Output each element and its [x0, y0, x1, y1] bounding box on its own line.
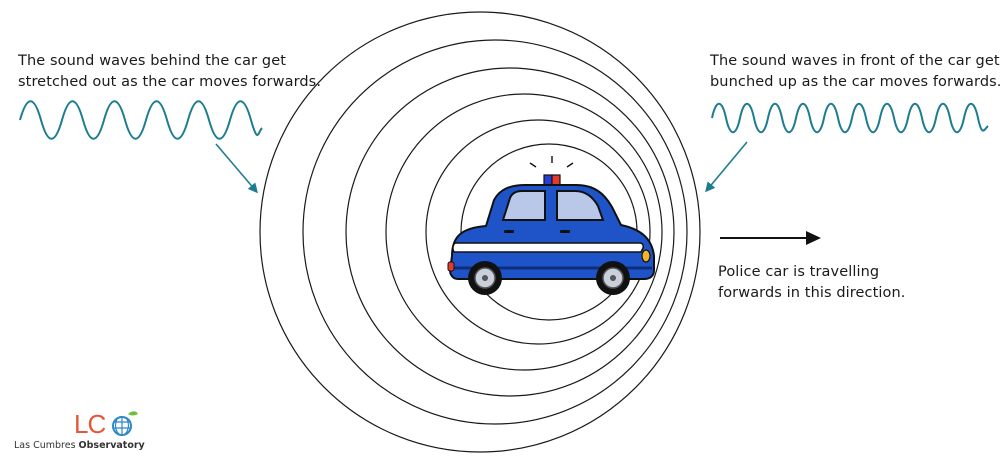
sound-wave-ring — [259, 11, 701, 453]
police-car-icon — [447, 156, 655, 295]
direction-caption: Police car is travelling forwards in thi… — [718, 262, 906, 304]
caption-line: The sound waves behind the car get — [18, 53, 286, 69]
sound-wave-ring — [425, 119, 651, 345]
car-wheel-front — [596, 261, 630, 295]
car-stripe — [452, 242, 644, 253]
caption-line: The sound waves in front of the car get — [710, 53, 1000, 69]
lco-logo: LC Las Cumbres Observatory — [14, 409, 145, 451]
car-window-front — [501, 190, 546, 221]
sound-wave-ring — [302, 39, 688, 425]
logo-name: Las Cumbres Observatory — [14, 440, 145, 451]
car-wheel-rear — [468, 261, 502, 295]
bunched-waves-caption: The sound waves in front of the car get … — [710, 51, 1000, 93]
pointer-arrow-right — [705, 141, 748, 193]
sound-wave-rings — [259, 11, 701, 453]
car-headlight — [641, 249, 651, 263]
caption-line: Police car is travelling — [718, 264, 880, 280]
logo-name-regular: Las Cumbres — [14, 440, 76, 451]
globe-icon — [112, 411, 138, 436]
car-body — [449, 184, 655, 280]
stretched-wave — [19, 100, 263, 140]
stretched-waves-caption: The sound waves behind the car get stret… — [18, 51, 321, 93]
logo-name-bold: Observatory — [78, 440, 145, 451]
arrow-right-icon — [720, 231, 821, 245]
caption-line: bunched up as the car moves forwards. — [710, 74, 1000, 90]
car-window-rear — [556, 190, 605, 221]
sound-wave-ring — [385, 93, 663, 371]
logo-letters: LC — [74, 409, 106, 439]
caption-line: stretched out as the car moves forwards. — [18, 74, 322, 90]
sound-wave-ring — [345, 67, 675, 397]
pointer-arrow-left — [215, 143, 258, 194]
caption-line: forwards in this direction. — [718, 285, 906, 301]
bunched-wave — [711, 102, 989, 134]
siren-light — [529, 156, 574, 187]
